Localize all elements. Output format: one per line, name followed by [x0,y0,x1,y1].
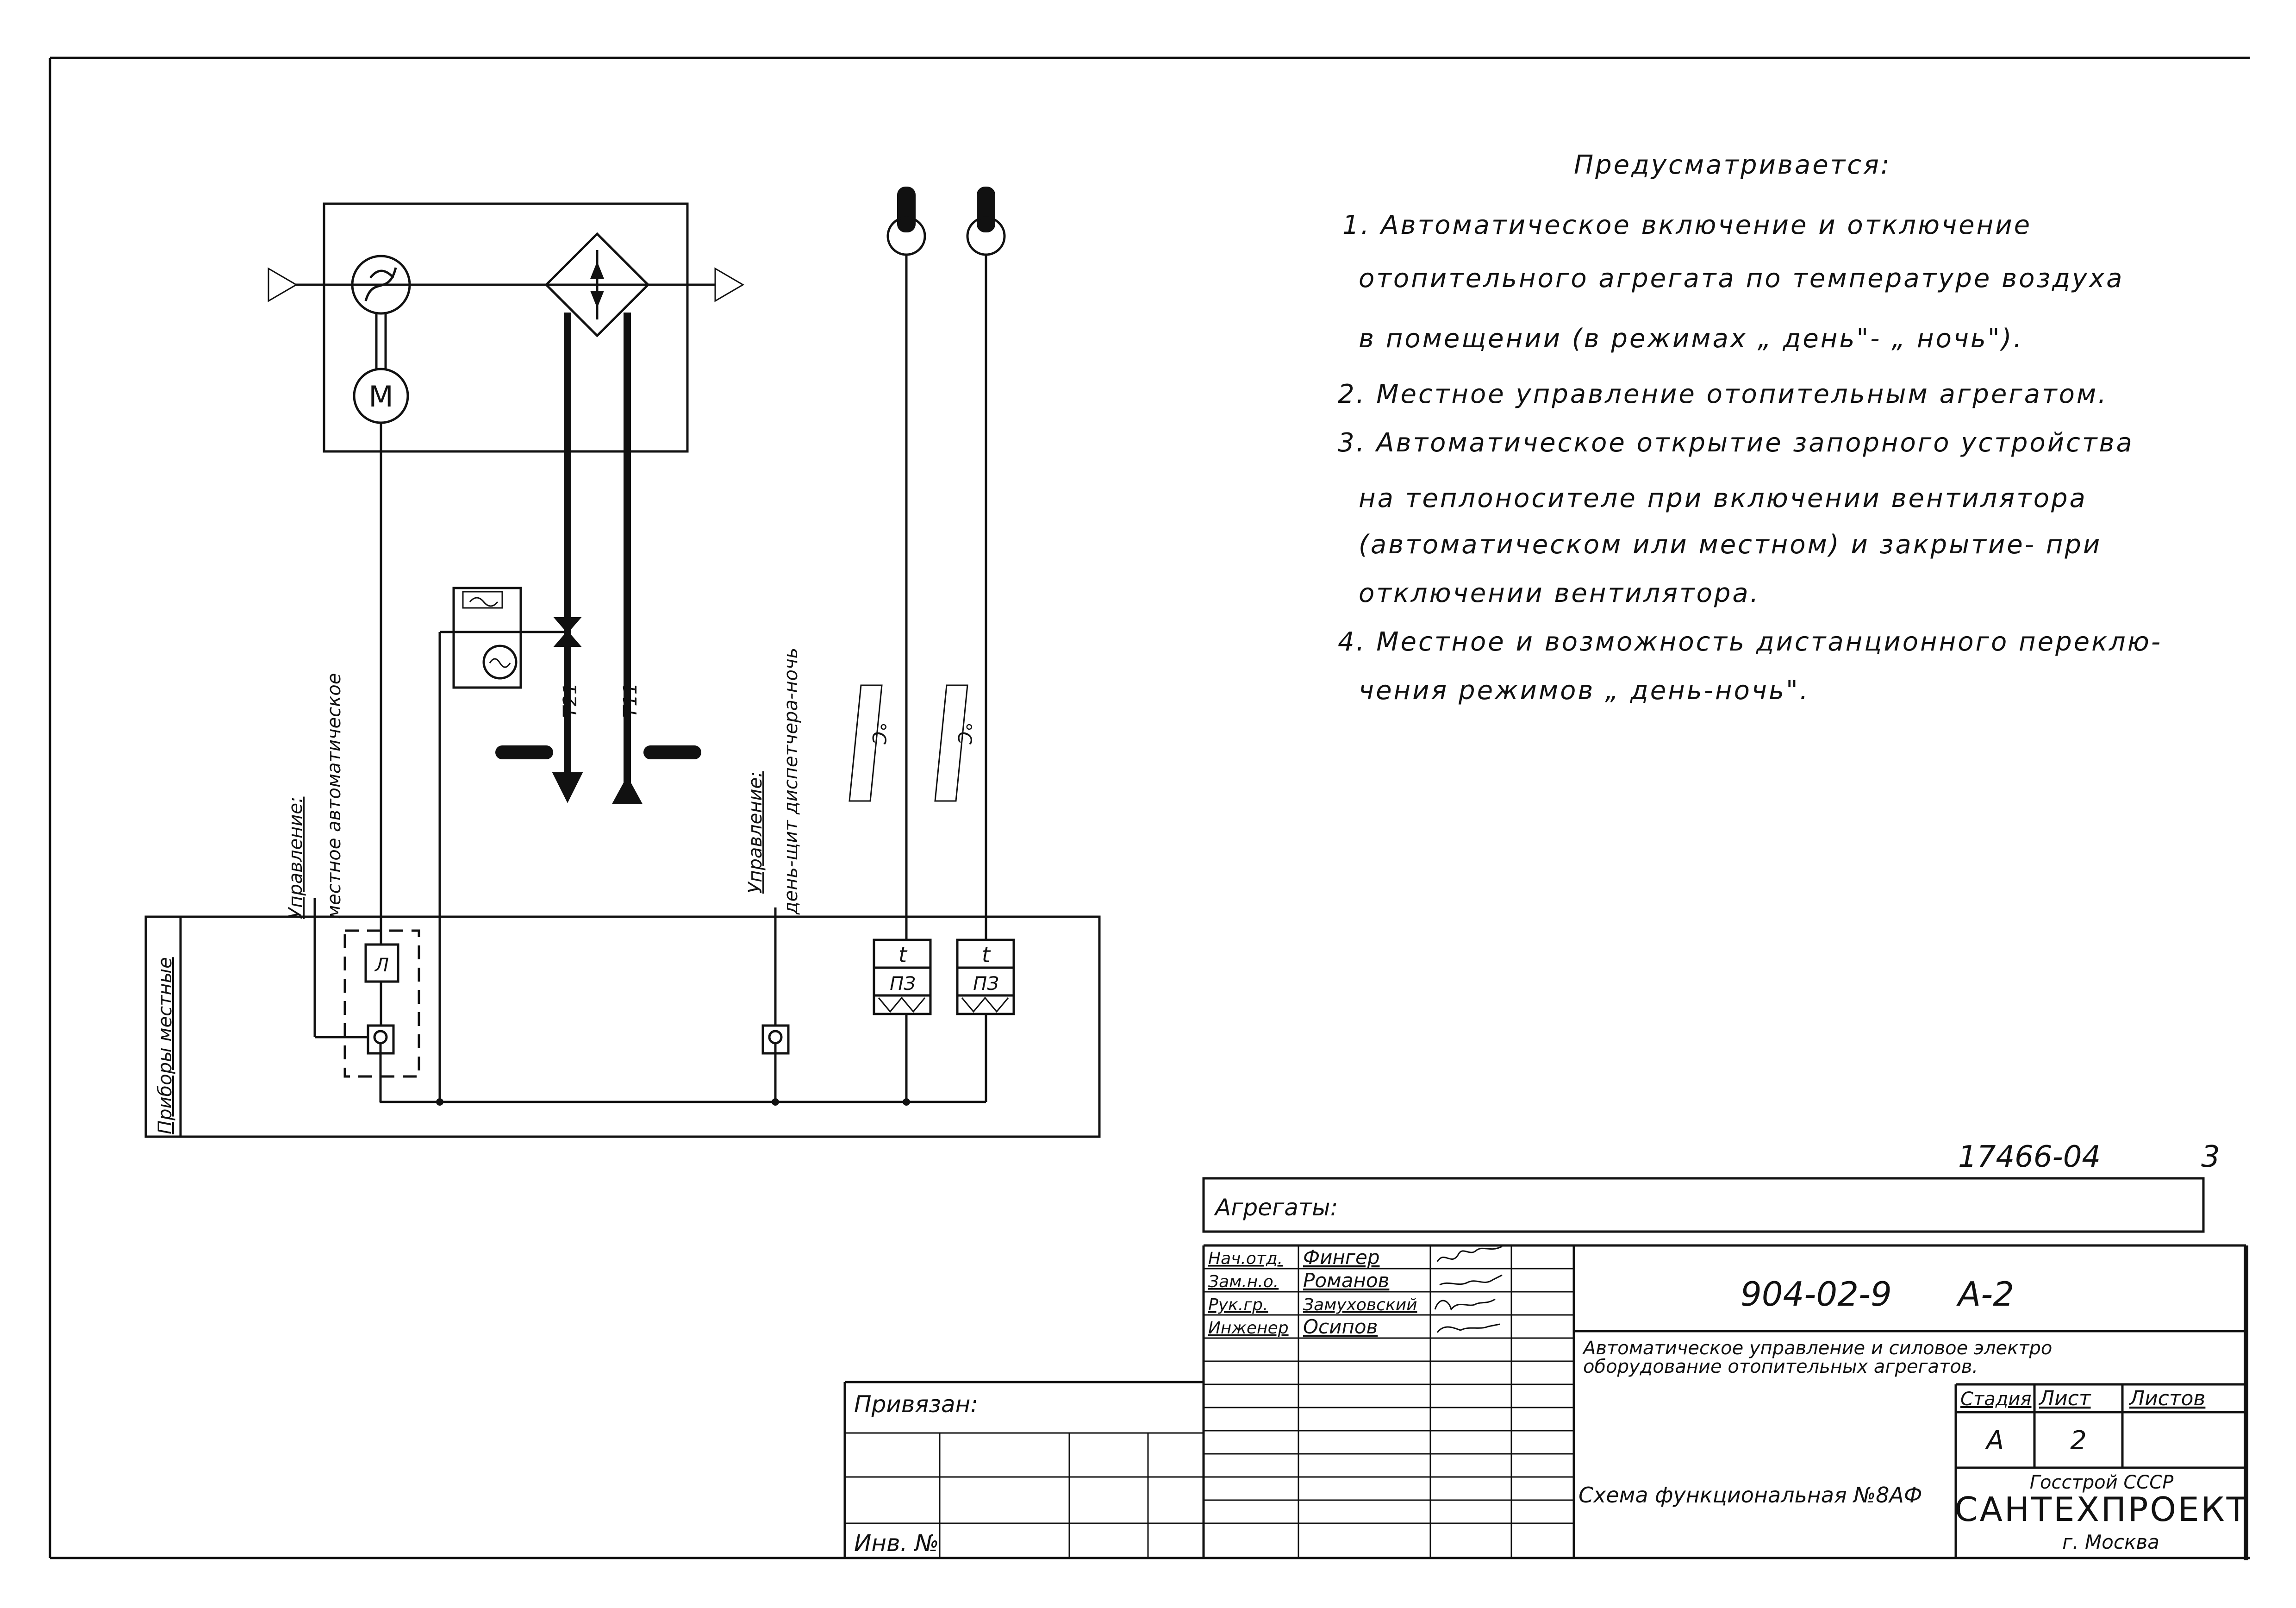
description-line-2: оборудование отопительных агрегатов. [1583,1356,1978,1377]
handwritten-signatures [1434,1245,1503,1333]
controller-2-t: t [982,942,991,967]
page-number: 3 [2201,1140,2220,1174]
album-code: А-2 [1956,1275,2014,1314]
temperature-controller-1: t ПЗ [873,939,932,1102]
air-inlet-arrow [268,267,298,302]
control-left-title: Управление: [285,797,306,919]
valve-actuator-icon [438,587,546,1102]
fan-icon [351,255,411,315]
sheet-frame [49,56,2250,1560]
note-line: в помещении (в режимах „ день"- „ ночь")… [1359,324,2023,354]
note-line: 3. Автоматическое открытие запорного уст… [1338,428,2134,458]
local-instruments-panel: Приборы местные [144,915,1101,1138]
temperature-controller-2: t ПЗ [956,939,1015,1102]
control-label-dispatcher: Управление: день-щит диспетчера-ночь [745,648,802,915]
pipe-label-t11: Т11 [620,683,641,718]
air-outlet-arrow [714,267,744,302]
inventory-label: Инв. № [854,1530,939,1557]
controller-1-t: t [898,942,908,967]
sheet-header: Лист [2038,1387,2091,1410]
units-label: Агрегаты: [1214,1194,1338,1221]
heating-unit-box: М [268,202,744,453]
temperature-sensor-2: °C [934,187,1006,940]
sensor-label-2: °C [954,722,975,745]
signature-role: Нач.отд. [1208,1249,1283,1268]
shutoff-valve-icon [546,617,582,647]
note-line: 4. Местное и возможность дистанционного … [1338,627,2162,657]
note-line: чения режимов „ день-ночь". [1359,676,1810,706]
signature-role: Зам.н.о. [1208,1272,1279,1291]
control-right-title: Управление: [745,771,766,894]
stage-value: А [1985,1426,2004,1456]
sheets-header: Листов [2128,1387,2205,1410]
signature-name: Романов [1303,1269,1389,1292]
supply-pipe: Т21 [495,313,583,803]
description-line-1: Автоматическое управление и силовое элек… [1582,1338,2052,1359]
return-pipe: Т11 [611,313,701,804]
note-line: 2. Местное управление отопительным агрег… [1338,379,2108,409]
scheme-title: Схема функциональная №8АФ [1578,1483,1922,1508]
remote-switch-icon [761,907,790,1102]
signature-role: Инженер [1208,1319,1289,1338]
relay-label: Л [374,955,389,976]
control-right-subtitle: день-щит диспетчера-ночь [780,648,802,915]
controller-2-pz: ПЗ [973,973,999,995]
motor-label: М [368,380,393,413]
notes-heading: Предусматривается: [1574,150,1891,180]
document-code: 17466-04 [1958,1140,2101,1174]
note-line: на теплоносителе при включении вентилято… [1359,483,2087,513]
control-label-local: Управление: местное автоматическое [285,673,345,919]
org-top: Госстрой СССР [2030,1472,2174,1493]
stage-header: Стадия [1960,1389,2031,1410]
org-city: г. Москва [2062,1531,2159,1553]
signature-name: Замуховский [1303,1295,1417,1314]
bound-label: Привязан: [854,1391,978,1418]
heat-exchanger-icon [544,232,650,338]
pipe-label-t21: Т21 [560,683,581,718]
org-name: САНТЕХПРОЕКТ [1954,1490,2248,1529]
note-line: отопительного агрегата по температуре во… [1359,263,2124,294]
local-devices-label: Приборы местные [155,957,176,1134]
temperature-sensor-1: °C [849,187,926,940]
sheet-value: 2 [2070,1426,2087,1456]
note-line: отключении вентилятора. [1359,578,1760,608]
signature-name: Фингер [1303,1246,1379,1269]
notes-block: Предусматривается: 1. Автоматическое вкл… [1338,150,2162,706]
note-line: (автоматическом или местном) и закрытие-… [1359,530,2102,560]
motor-icon: М [353,368,409,424]
sensor-label-1: °C [868,722,889,745]
note-line: 1. Автоматическое включение и отключение [1342,210,2032,240]
signature-name: Осипов [1303,1315,1378,1338]
control-left-subtitle: местное автоматическое [324,673,345,919]
title-block: Агрегаты: Нач.отд. Фингер Зам.н.о. Роман… [843,1177,2248,1558]
project-code: 904-02-9 [1741,1275,1892,1314]
local-control-group: Л [313,424,420,1102]
signature-role: Рук.гр. [1208,1295,1268,1314]
controller-1-pz: ПЗ [890,973,916,995]
